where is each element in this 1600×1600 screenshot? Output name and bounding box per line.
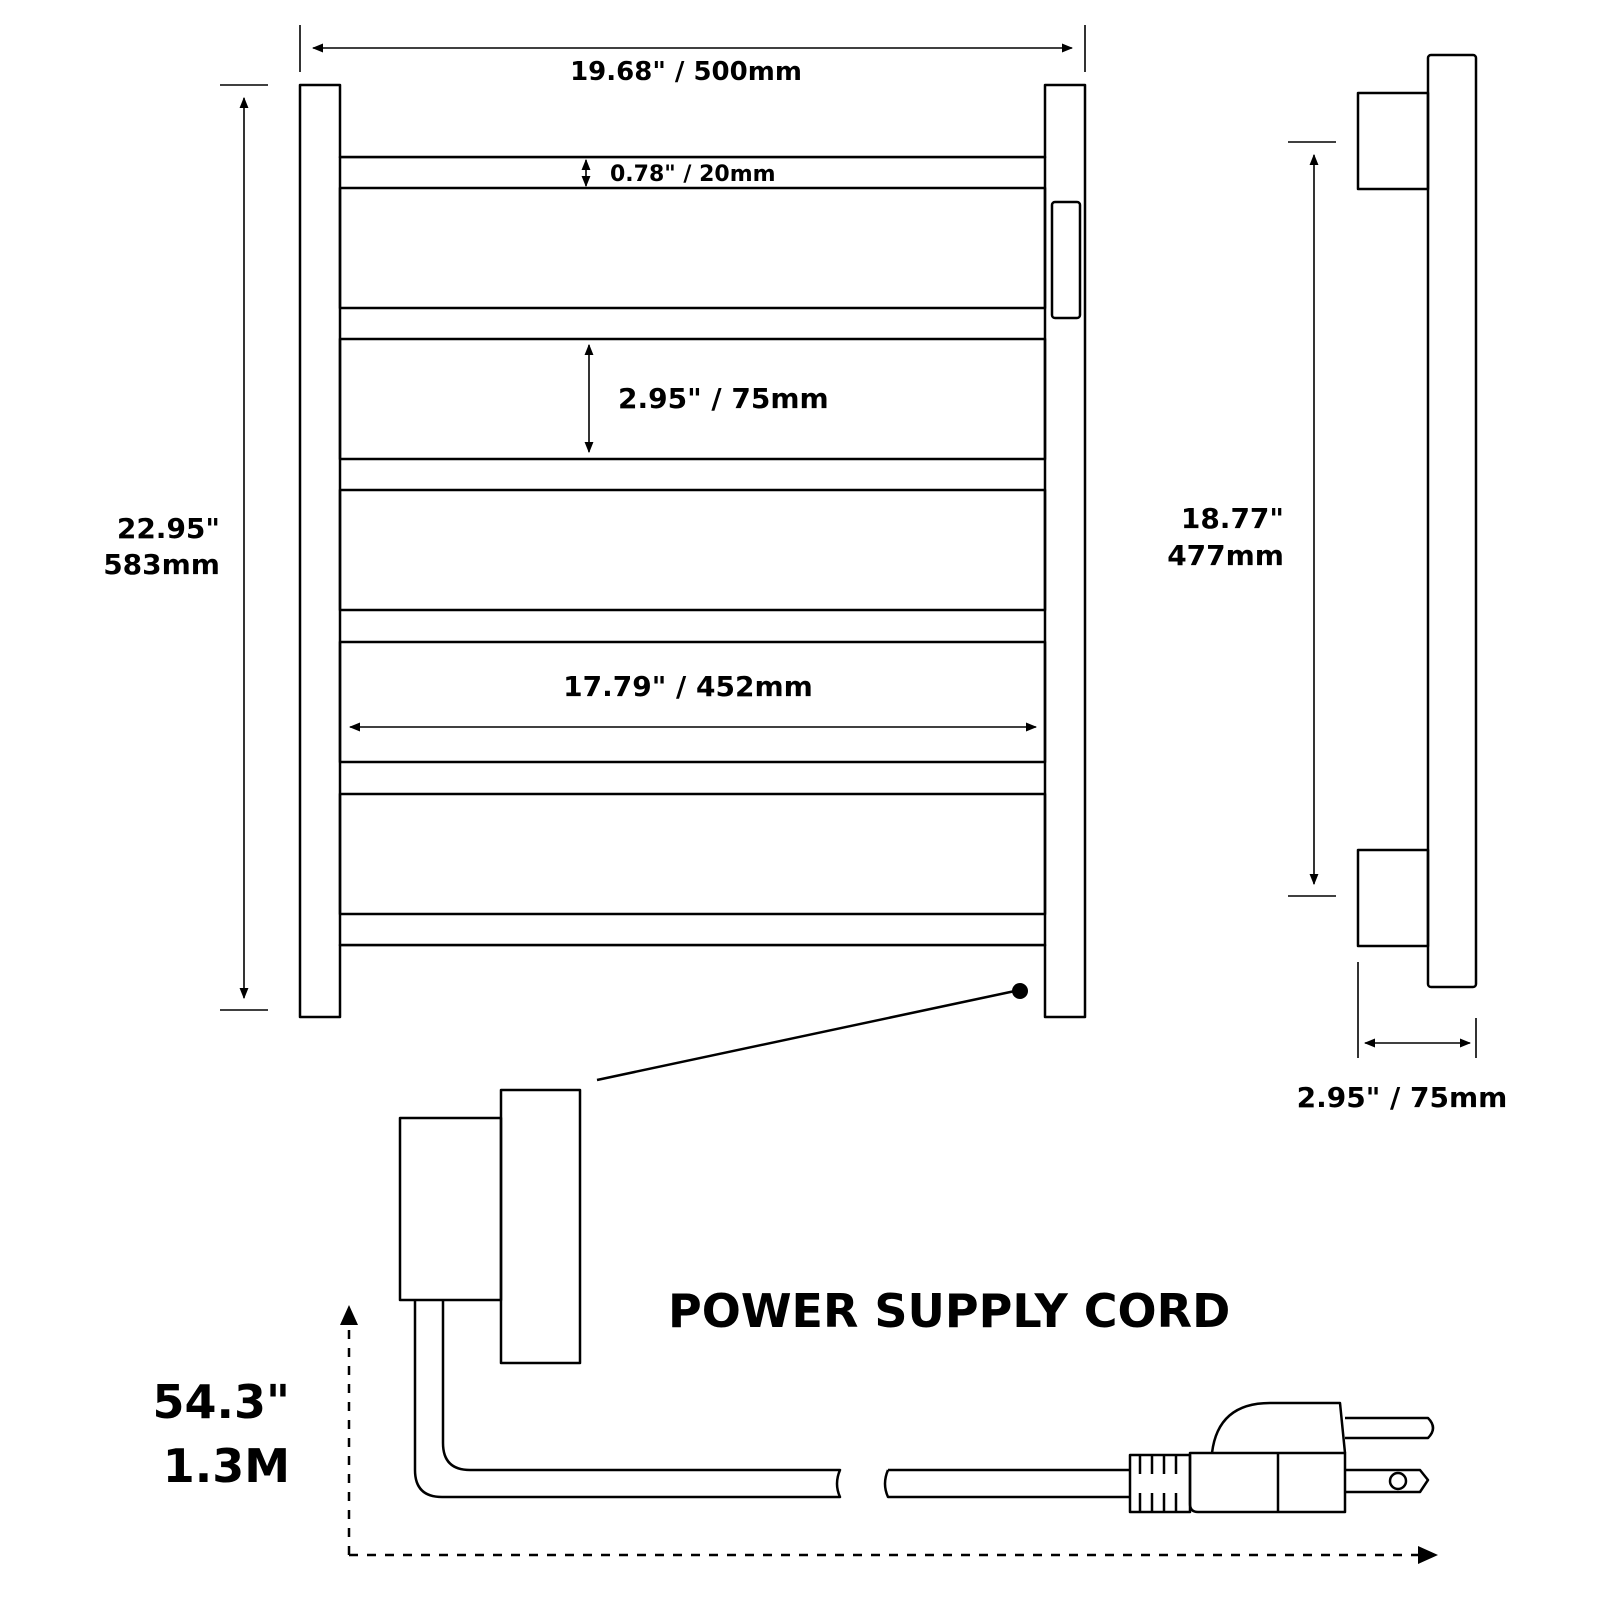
power-prong [1345, 1468, 1430, 1494]
junction-box-back [398, 1116, 503, 1302]
towel-bar-2 [338, 337, 1047, 461]
cord-segment-1 [413, 1300, 842, 1499]
prong-hole [1388, 1471, 1408, 1491]
towel-bar-5 [338, 792, 1047, 916]
strain-relief [1128, 1453, 1192, 1514]
cord-length-m-label: 1.3M [163, 1439, 290, 1493]
cord-length-arrow-right [1418, 1546, 1438, 1564]
power-cord-title: POWER SUPPLY CORD [668, 1284, 1230, 1338]
power-switch [1050, 200, 1082, 320]
overall-height-in-label: 22.95" [117, 512, 220, 545]
plug-grip [1210, 1401, 1347, 1454]
mount-spacing-in-label: 18.77" [1181, 502, 1284, 535]
cord-entry-dot [1012, 983, 1028, 999]
overall-height-mm-label: 583mm [103, 548, 220, 581]
bar-gap-label: 0.78" / 20mm [610, 162, 776, 187]
overall-width-label: 19.68" / 500mm [570, 57, 802, 87]
side-view: 18.77" 477mm 2.95" / 75mm [1167, 53, 1508, 1114]
towel-bar-3 [338, 488, 1047, 612]
power-cord-drawing: POWER SUPPLY CORD 54.3" 1.3M [153, 1088, 1438, 1564]
junction-box-front [499, 1088, 582, 1365]
bar-height-label: 2.95" / 75mm [618, 382, 829, 415]
front-view: 19.68" / 500mm 0.78" / 20mm 2.95" / 75mm… [103, 25, 1087, 1082]
depth-label: 2.95" / 75mm [1297, 1081, 1508, 1114]
lower-wall-mount [1356, 848, 1430, 948]
cord-length-in-label: 54.3" [153, 1375, 290, 1429]
cord-segment-2 [883, 1468, 1130, 1499]
mount-spacing-mm-label: 477mm [1167, 539, 1284, 572]
left-post [298, 83, 342, 1019]
towel-bar-1 [338, 186, 1047, 310]
side-panel [1426, 53, 1478, 989]
ground-prong [1345, 1416, 1435, 1440]
bar-length-label: 17.79" / 452mm [563, 670, 813, 703]
plug-body [1188, 1451, 1347, 1514]
cord-length-arrow-up [340, 1305, 358, 1325]
upper-wall-mount [1356, 91, 1430, 191]
towel-bar-4 [338, 640, 1047, 764]
cord-leader-line [596, 989, 1016, 1082]
